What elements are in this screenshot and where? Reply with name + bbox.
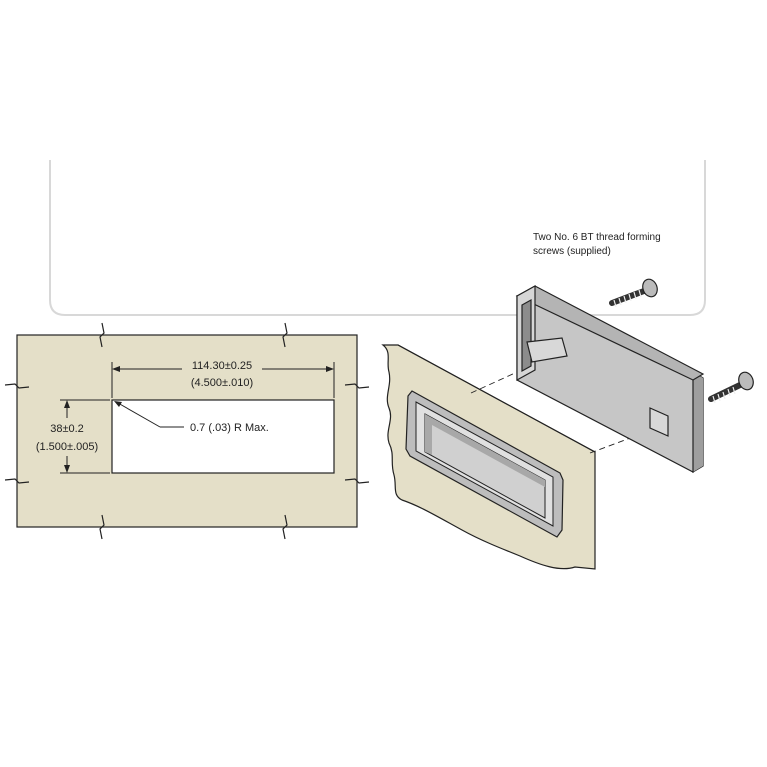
screws-note-line2: screws (supplied) [533,246,611,257]
screw-upper [609,278,658,308]
height-in-label: (1.500±.005) [36,441,98,453]
housing-opening [521,298,532,373]
screw-lower [708,371,754,404]
radius-leader [114,401,184,428]
width-mm-label: 114.30±0.25 [192,360,252,372]
radius-label: 0.7 (.03) R Max. [190,422,269,434]
height-mm-label: 38±0.2 [50,423,84,435]
housing [515,284,705,474]
housing-tab-left [526,337,568,363]
height-dimension [60,399,110,474]
screw-upper-head [642,278,658,298]
housing-tab-right [649,407,669,437]
background-enclosure-outline [49,160,706,316]
cutout-opening [111,399,335,474]
break-marks [4,322,370,540]
bezel-recess-shadow [425,414,545,487]
panel-cutout-view: 114.30±0.25 (4.500±.010) 38±0.2 (1.500±.… [4,322,370,540]
exploded-assembly-view: Two No. 6 BT thread forming screws (supp… [381,232,754,570]
width-dimension [111,362,335,398]
screws-note-line1: Two No. 6 BT thread forming [533,232,661,243]
width-in-label: (4.500±.010) [191,377,253,389]
panel-edge [397,344,596,453]
screw-lower-head [738,371,754,391]
